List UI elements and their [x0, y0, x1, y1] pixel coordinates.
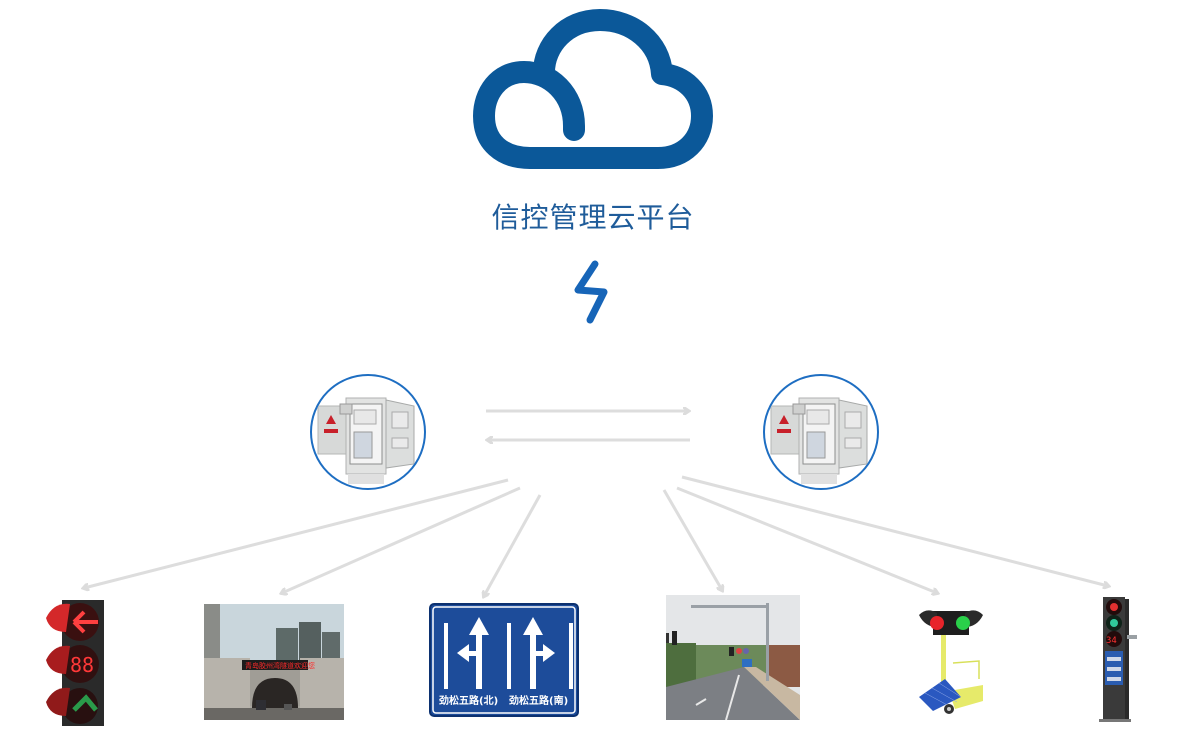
led-banner-text: 青岛胶州湾隧道欢迎您: [245, 661, 315, 670]
road-photo: [666, 595, 800, 720]
device-pedestrian-signal-column[interactable]: 34: [1093, 595, 1141, 725]
lightning-bolt-icon: [574, 260, 608, 324]
link-arrow-to-tunnel: [282, 486, 521, 593]
pedestrian-signal-icon: 34: [1099, 597, 1137, 722]
sign-label-north: 劲松五路(北): [439, 696, 499, 707]
countdown-digits: 88: [70, 653, 94, 677]
device-tunnel-signal[interactable]: 青岛胶州湾隧道欢迎您: [204, 604, 344, 720]
link-arrow-to-pedestrian: [681, 475, 1108, 586]
cabinet-icon: [317, 397, 415, 484]
sign-label-south: 劲松五路(南): [509, 696, 569, 707]
mobile-signal-icon: [919, 610, 983, 714]
link-arrow-to-mobile: [676, 486, 937, 593]
link-arrow-to-road: [662, 489, 722, 590]
countdown-digits: 34: [1106, 636, 1117, 646]
controller-cabinet-left[interactable]: [310, 374, 426, 490]
controller-cabinet-right[interactable]: [763, 374, 879, 490]
tunnel-photo: 青岛胶州湾隧道欢迎您: [204, 604, 344, 720]
device-mobile-solar-signal[interactable]: [915, 605, 985, 717]
link-arrow-to-arrow-signal: [84, 478, 509, 588]
device-intersection-signal-pole[interactable]: [666, 595, 800, 720]
cloud-icon: [473, 9, 713, 169]
device-arrow-signal-light[interactable]: 88: [40, 598, 110, 728]
link-arrow-to-sign: [484, 494, 542, 596]
device-lane-guide-sign[interactable]: 劲松五路(北) 劲松五路(南): [429, 603, 579, 717]
traffic-light-icon: 88: [46, 600, 104, 726]
road-sign: [429, 603, 579, 717]
cabinet-icon: [770, 397, 868, 484]
platform-title: 信控管理云平台: [491, 201, 695, 234]
